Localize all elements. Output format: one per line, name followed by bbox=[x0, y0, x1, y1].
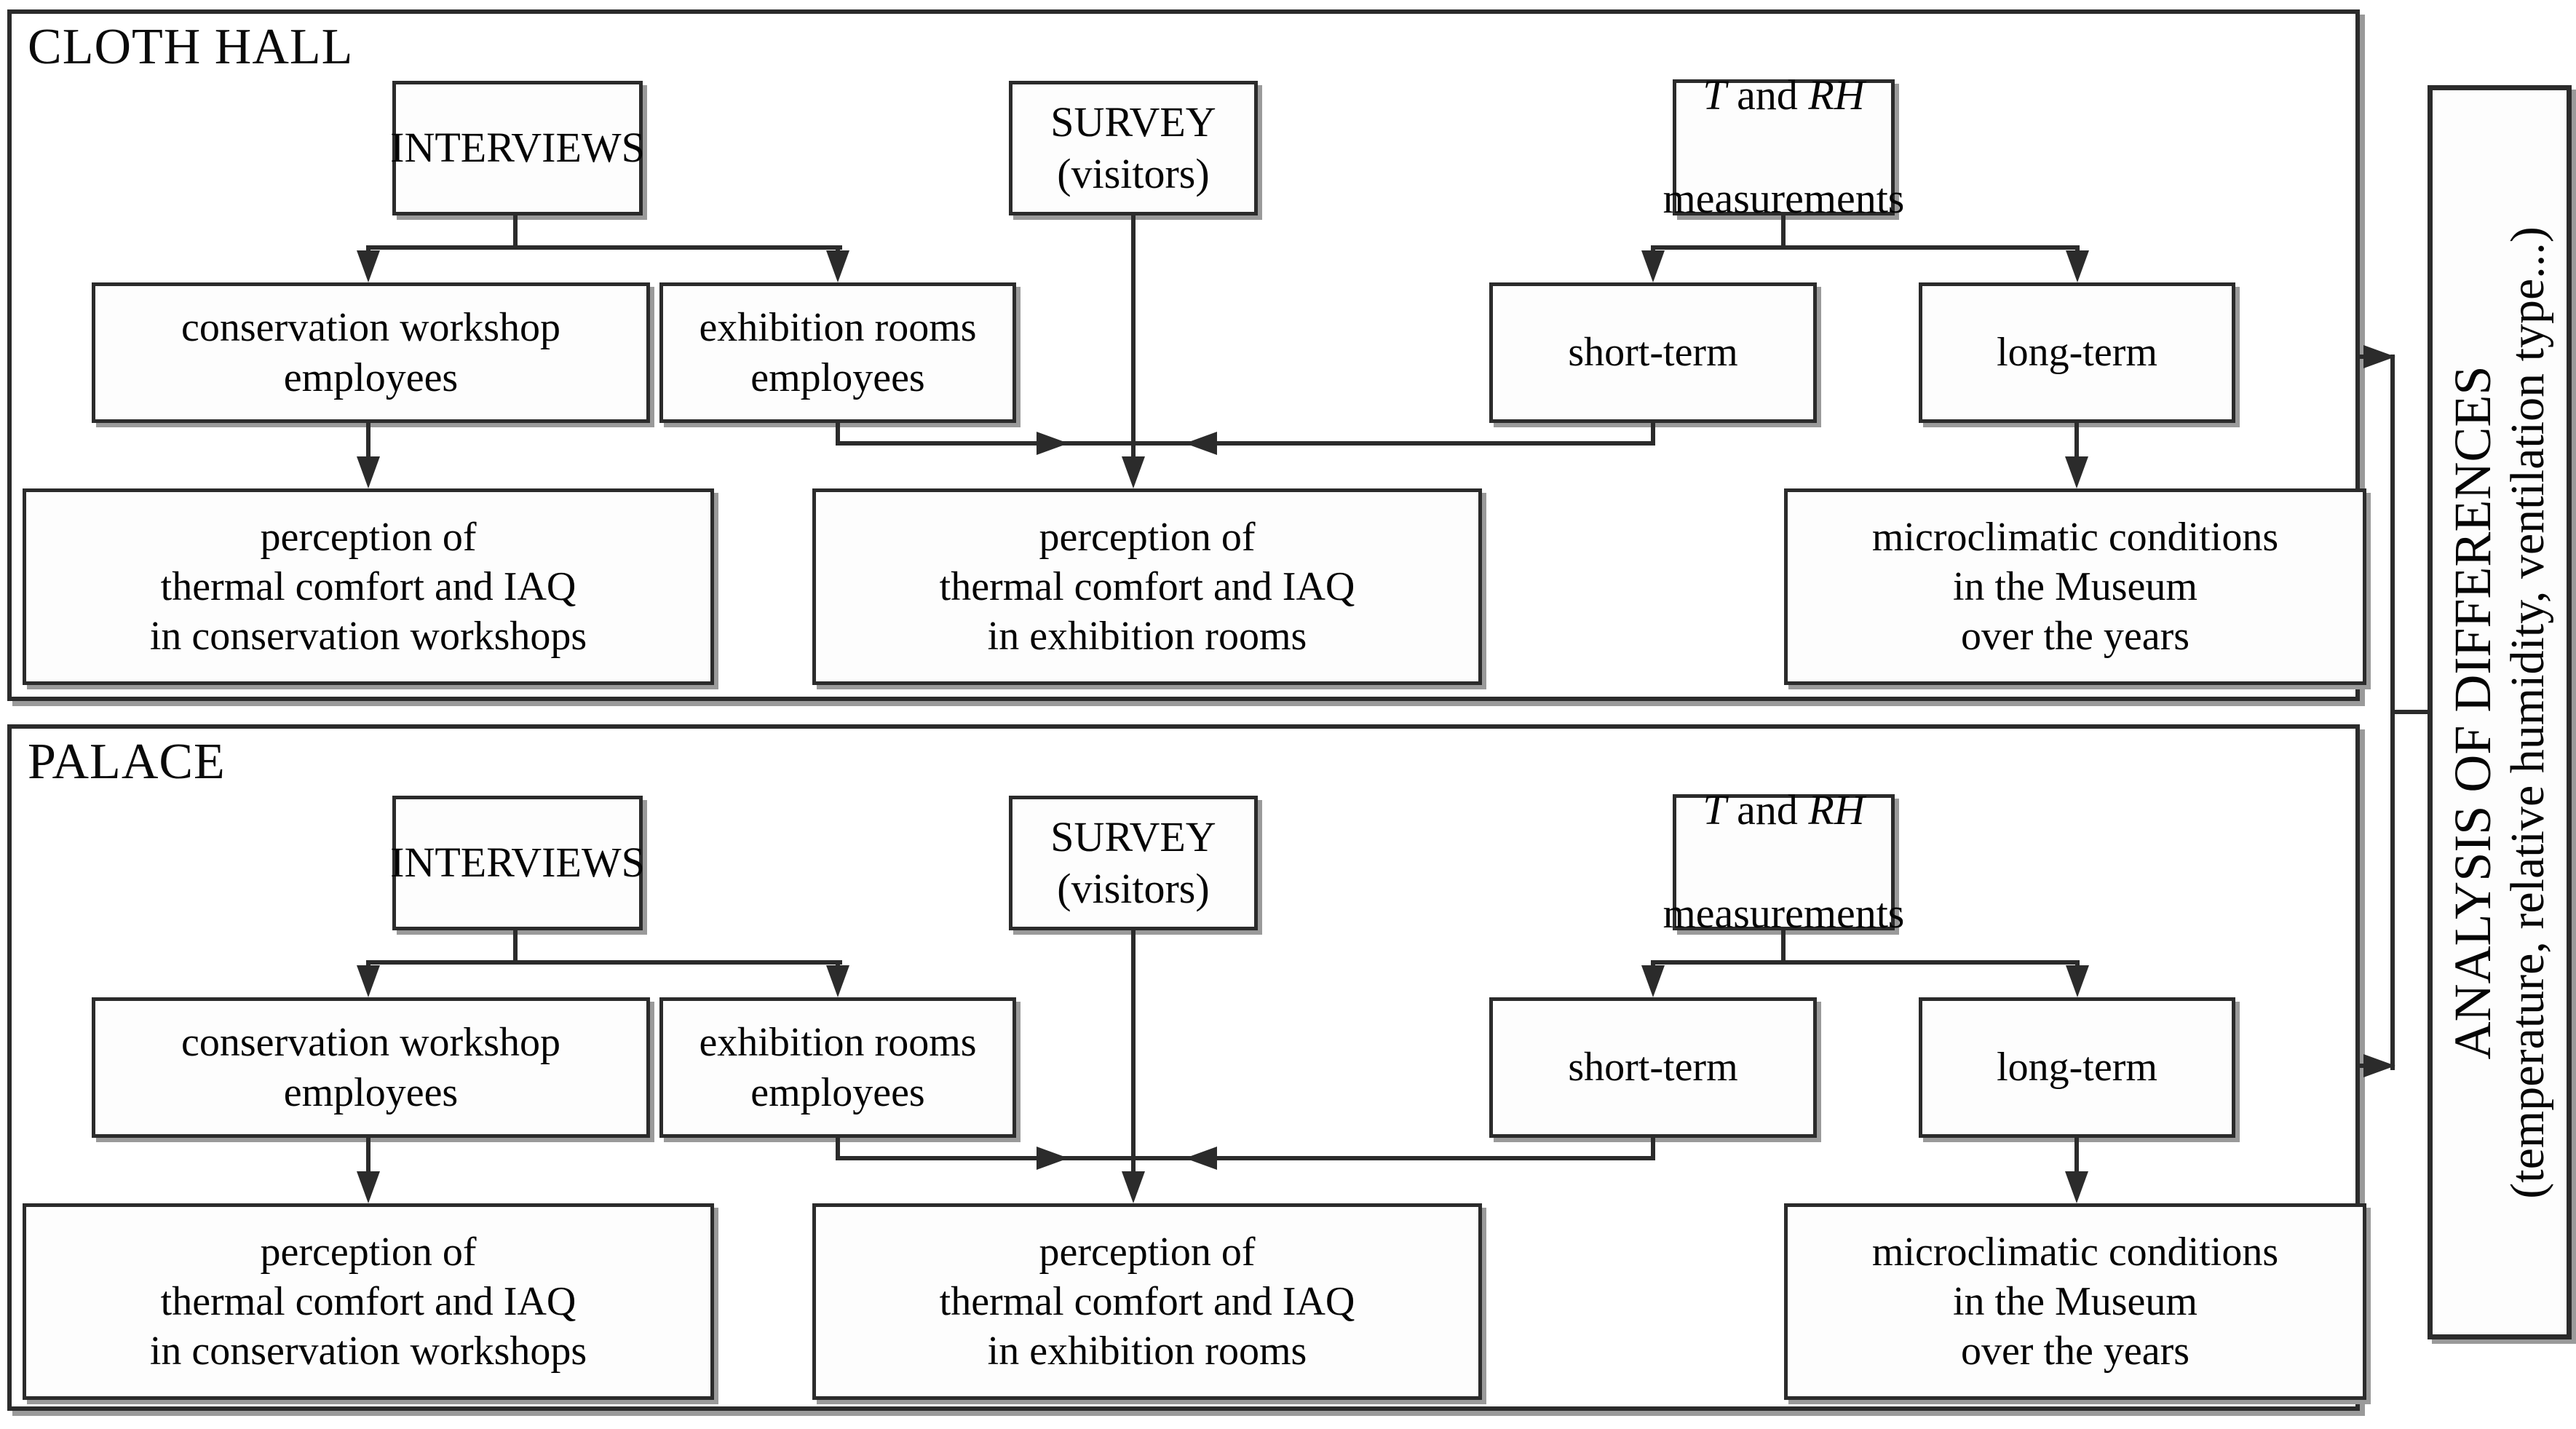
arrowhead-down-icon bbox=[1641, 965, 1665, 997]
perception-workshops-box: perception of thermal comfort and IAQ in… bbox=[23, 488, 714, 685]
long-term-box: long-term bbox=[1919, 282, 2235, 423]
connector-line bbox=[1651, 960, 2080, 965]
connector-line bbox=[836, 441, 1136, 446]
analysis-rotated-text: ANALYSIS OF DIFFERENCES (temperature, re… bbox=[2433, 85, 2567, 1339]
arrowhead-down-icon bbox=[357, 456, 380, 488]
microclimatic-conditions-box: microclimatic conditions in the Museum o… bbox=[1784, 488, 2366, 685]
short-term-box: short-term bbox=[1489, 997, 1817, 1138]
arrowhead-down-icon bbox=[2065, 456, 2088, 488]
connector-line bbox=[1136, 441, 1653, 446]
rh-symbol: RH bbox=[1808, 786, 1865, 834]
arrowhead-down-icon bbox=[1122, 456, 1145, 488]
connector-line bbox=[836, 1134, 840, 1160]
perception-exhibition-box: perception of thermal comfort and IAQ in… bbox=[812, 488, 1482, 685]
connector-line bbox=[366, 960, 842, 965]
arrowhead-down-icon bbox=[357, 250, 380, 282]
connector-line bbox=[366, 1134, 370, 1176]
arrowhead-down-icon bbox=[826, 250, 849, 282]
t-rh-measurements-box: T and RH measurements bbox=[1663, 786, 1905, 937]
arrowhead-right-icon bbox=[2363, 1054, 2395, 1077]
connector-line bbox=[1131, 215, 1136, 467]
connector-line bbox=[513, 930, 518, 965]
t-rh-measurements-box: T and RH measurements bbox=[1663, 71, 1905, 222]
survey-visitors-box: SURVEY (visitors) bbox=[1009, 81, 1258, 215]
panel-title: CLOTH HALL bbox=[28, 19, 354, 75]
connector-line bbox=[2074, 419, 2079, 462]
rh-symbol: RH bbox=[1808, 71, 1865, 119]
connector-line bbox=[1781, 215, 1786, 250]
connector-line bbox=[1781, 930, 1786, 965]
exhibition-rooms-employees-box: exhibition rooms employees bbox=[659, 282, 1016, 423]
exhibition-rooms-employees-box: exhibition rooms employees bbox=[659, 997, 1016, 1138]
connector-line bbox=[366, 245, 842, 250]
conservation-workshop-employees-box: conservation workshop employees bbox=[92, 997, 650, 1138]
connector-line bbox=[366, 419, 370, 462]
arrowhead-down-icon bbox=[2066, 250, 2089, 282]
arrowhead-left-icon bbox=[1185, 1147, 1217, 1170]
connector-line bbox=[1651, 419, 1655, 446]
arrowhead-down-icon bbox=[2065, 1171, 2088, 1203]
arrowhead-right-icon bbox=[1037, 432, 1069, 455]
long-term-box: long-term bbox=[1919, 997, 2235, 1138]
connector-line bbox=[1131, 930, 1136, 1181]
connector-line bbox=[1651, 245, 2080, 250]
t-rh-line: T and RH bbox=[1663, 785, 1905, 836]
panel-title: PALACE bbox=[28, 734, 226, 790]
arrowhead-down-icon bbox=[826, 965, 849, 997]
connector-line bbox=[2393, 710, 2428, 714]
panel-cloth-hall: CLOTH HALL INTERVIEWS SURVEY (visitors) … bbox=[7, 9, 2366, 701]
perception-workshops-box: perception of thermal comfort and IAQ in… bbox=[23, 1203, 714, 1400]
survey-visitors-box: SURVEY (visitors) bbox=[1009, 796, 1258, 930]
arrowhead-down-icon bbox=[357, 1171, 380, 1203]
interviews-box: INTERVIEWS bbox=[390, 81, 645, 215]
short-term-box: short-term bbox=[1489, 282, 1817, 423]
arrowhead-down-icon bbox=[1122, 1171, 1145, 1203]
microclimatic-conditions-box: microclimatic conditions in the Museum o… bbox=[1784, 1203, 2366, 1400]
analysis-of-differences-box: ANALYSIS OF DIFFERENCES (temperature, re… bbox=[2428, 85, 2572, 1339]
arrowhead-down-icon bbox=[1641, 250, 1665, 282]
arrowhead-down-icon bbox=[2066, 965, 2089, 997]
t-symbol: T bbox=[1703, 786, 1727, 834]
connector-line bbox=[836, 419, 840, 446]
and-text: and bbox=[1726, 786, 1809, 834]
arrowhead-down-icon bbox=[357, 965, 380, 997]
t-symbol: T bbox=[1703, 71, 1727, 119]
and-text: and bbox=[1726, 71, 1809, 119]
connector-line bbox=[1651, 1134, 1655, 1160]
arrowhead-right-icon bbox=[2363, 345, 2395, 368]
analysis-subtitle: (temperature, relative humidity, ventila… bbox=[2501, 226, 2555, 1199]
interviews-box: INTERVIEWS bbox=[390, 796, 645, 930]
arrowhead-left-icon bbox=[1185, 432, 1217, 455]
analysis-title: ANALYSIS OF DIFFERENCES bbox=[2444, 365, 2502, 1059]
measurements-text: measurements bbox=[1662, 174, 1905, 222]
conservation-workshop-employees-box: conservation workshop employees bbox=[92, 282, 650, 423]
connector-line bbox=[2074, 1134, 2079, 1176]
panel-palace: PALACE INTERVIEWS SURVEY (visitors) T an… bbox=[7, 724, 2366, 1411]
arrowhead-right-icon bbox=[1037, 1147, 1069, 1170]
connector-line bbox=[836, 1156, 1136, 1160]
perception-exhibition-box: perception of thermal comfort and IAQ in… bbox=[812, 1203, 1482, 1400]
measurements-text: measurements bbox=[1662, 889, 1905, 937]
connector-line bbox=[1136, 1156, 1653, 1160]
t-rh-line: T and RH bbox=[1663, 70, 1905, 122]
connector-line bbox=[513, 215, 518, 250]
